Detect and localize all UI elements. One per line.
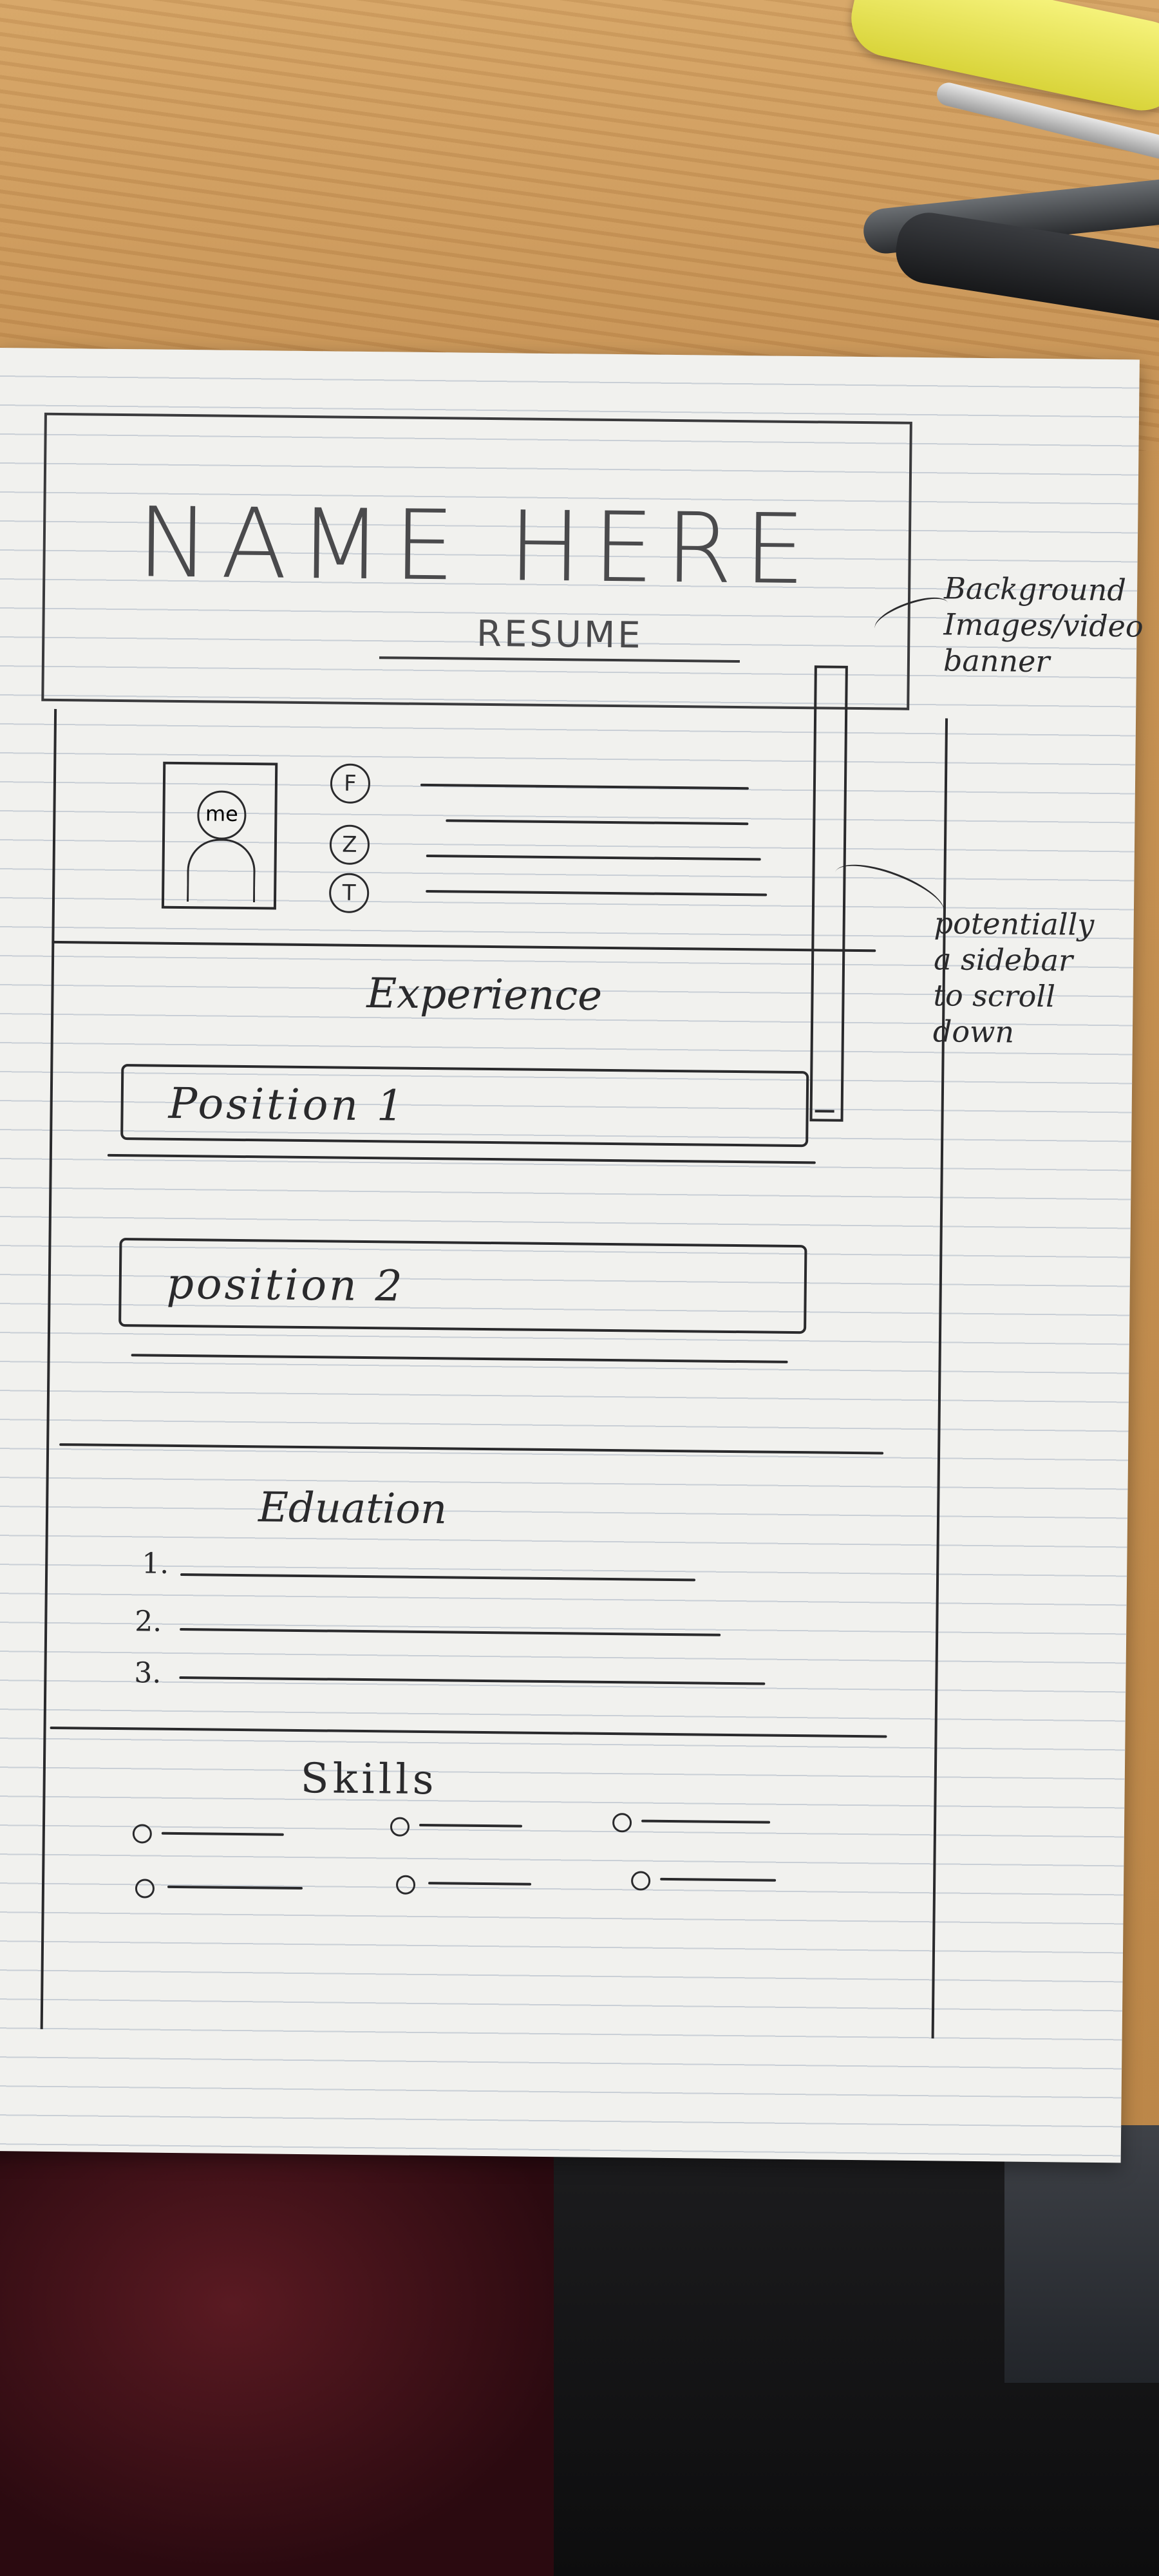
profile-photo: me	[161, 761, 278, 910]
position-card-1[interactable]: Position 1	[120, 1064, 809, 1148]
lap-fabric	[0, 2125, 580, 2576]
banner-note-line-2: Images/video	[943, 607, 1144, 644]
sidebar-note: potentially a sidebar to scroll down	[933, 905, 1095, 1051]
experience-heading: Experience	[366, 970, 603, 1020]
social-z-icon[interactable]: Z	[329, 824, 370, 866]
skill-bullet-2	[390, 1817, 410, 1837]
education-number-1: 1.	[141, 1547, 169, 1580]
twitter-icon[interactable]: T	[328, 873, 370, 914]
banner-note: Background Images/video banner	[943, 570, 1144, 680]
position-2-title: position 2	[166, 1258, 405, 1311]
skill-bullet-5	[395, 1875, 416, 1895]
banner-frame: NAME HERE RESUME	[41, 412, 912, 710]
resume-subtitle: RESUME	[379, 612, 740, 663]
avatar-head: me	[197, 790, 247, 840]
sidebar-note-line-3: to scroll	[933, 978, 1056, 1014]
scroll-thumb[interactable]	[815, 1110, 834, 1113]
sidebar-note-line-2: a sidebar	[933, 942, 1073, 978]
notebook-page: NAME HERE RESUME Background Images/video…	[0, 348, 1144, 2163]
education-heading: Eduation	[258, 1484, 448, 1534]
position-card-2[interactable]: position 2	[118, 1238, 807, 1334]
name-title: NAME HERE	[137, 487, 818, 607]
skill-bullet-3	[612, 1813, 632, 1833]
education-number-3: 3.	[134, 1656, 162, 1690]
skills-heading: Skills	[300, 1755, 438, 1804]
banner-note-line-3: banner	[943, 643, 1050, 679]
skill-bullet-1	[132, 1824, 153, 1844]
facebook-icon[interactable]: F	[330, 763, 371, 804]
scroll-sidebar[interactable]	[809, 665, 848, 1122]
grey-fabric	[1004, 2125, 1159, 2383]
skill-bullet-6	[630, 1871, 651, 1891]
sidebar-note-line-1: potentially	[934, 905, 1095, 942]
sidebar-note-line-4: down	[932, 1014, 1015, 1050]
skill-bullet-4	[135, 1879, 155, 1899]
avatar-body	[187, 838, 256, 903]
education-number-2: 2.	[135, 1605, 162, 1638]
position-1-title: Position 1	[168, 1078, 407, 1131]
banner-note-line-1: Background	[943, 571, 1127, 608]
